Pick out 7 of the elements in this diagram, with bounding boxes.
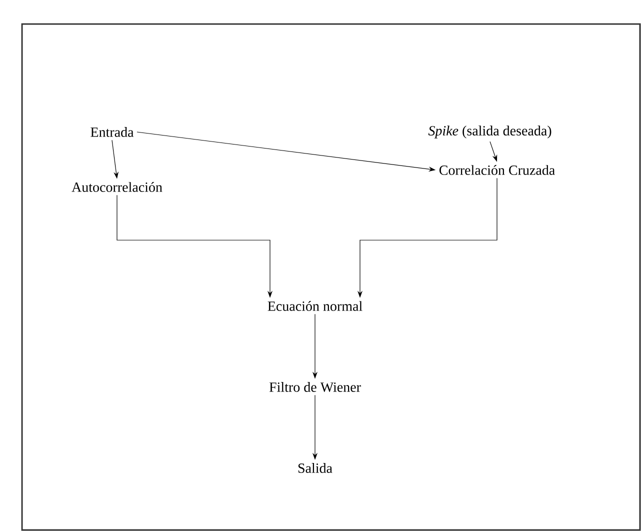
node-label: Correlación Cruzada [439, 165, 555, 175]
node-label: Spike (salida deseada) [428, 126, 552, 138]
node-label: Autocorrelación [72, 182, 162, 192]
node-label: Salida [298, 463, 332, 473]
node-label: Filtro de Wiener [269, 382, 361, 392]
node-label: Entrada [90, 127, 134, 137]
node-label: Ecuación normal [268, 301, 362, 311]
